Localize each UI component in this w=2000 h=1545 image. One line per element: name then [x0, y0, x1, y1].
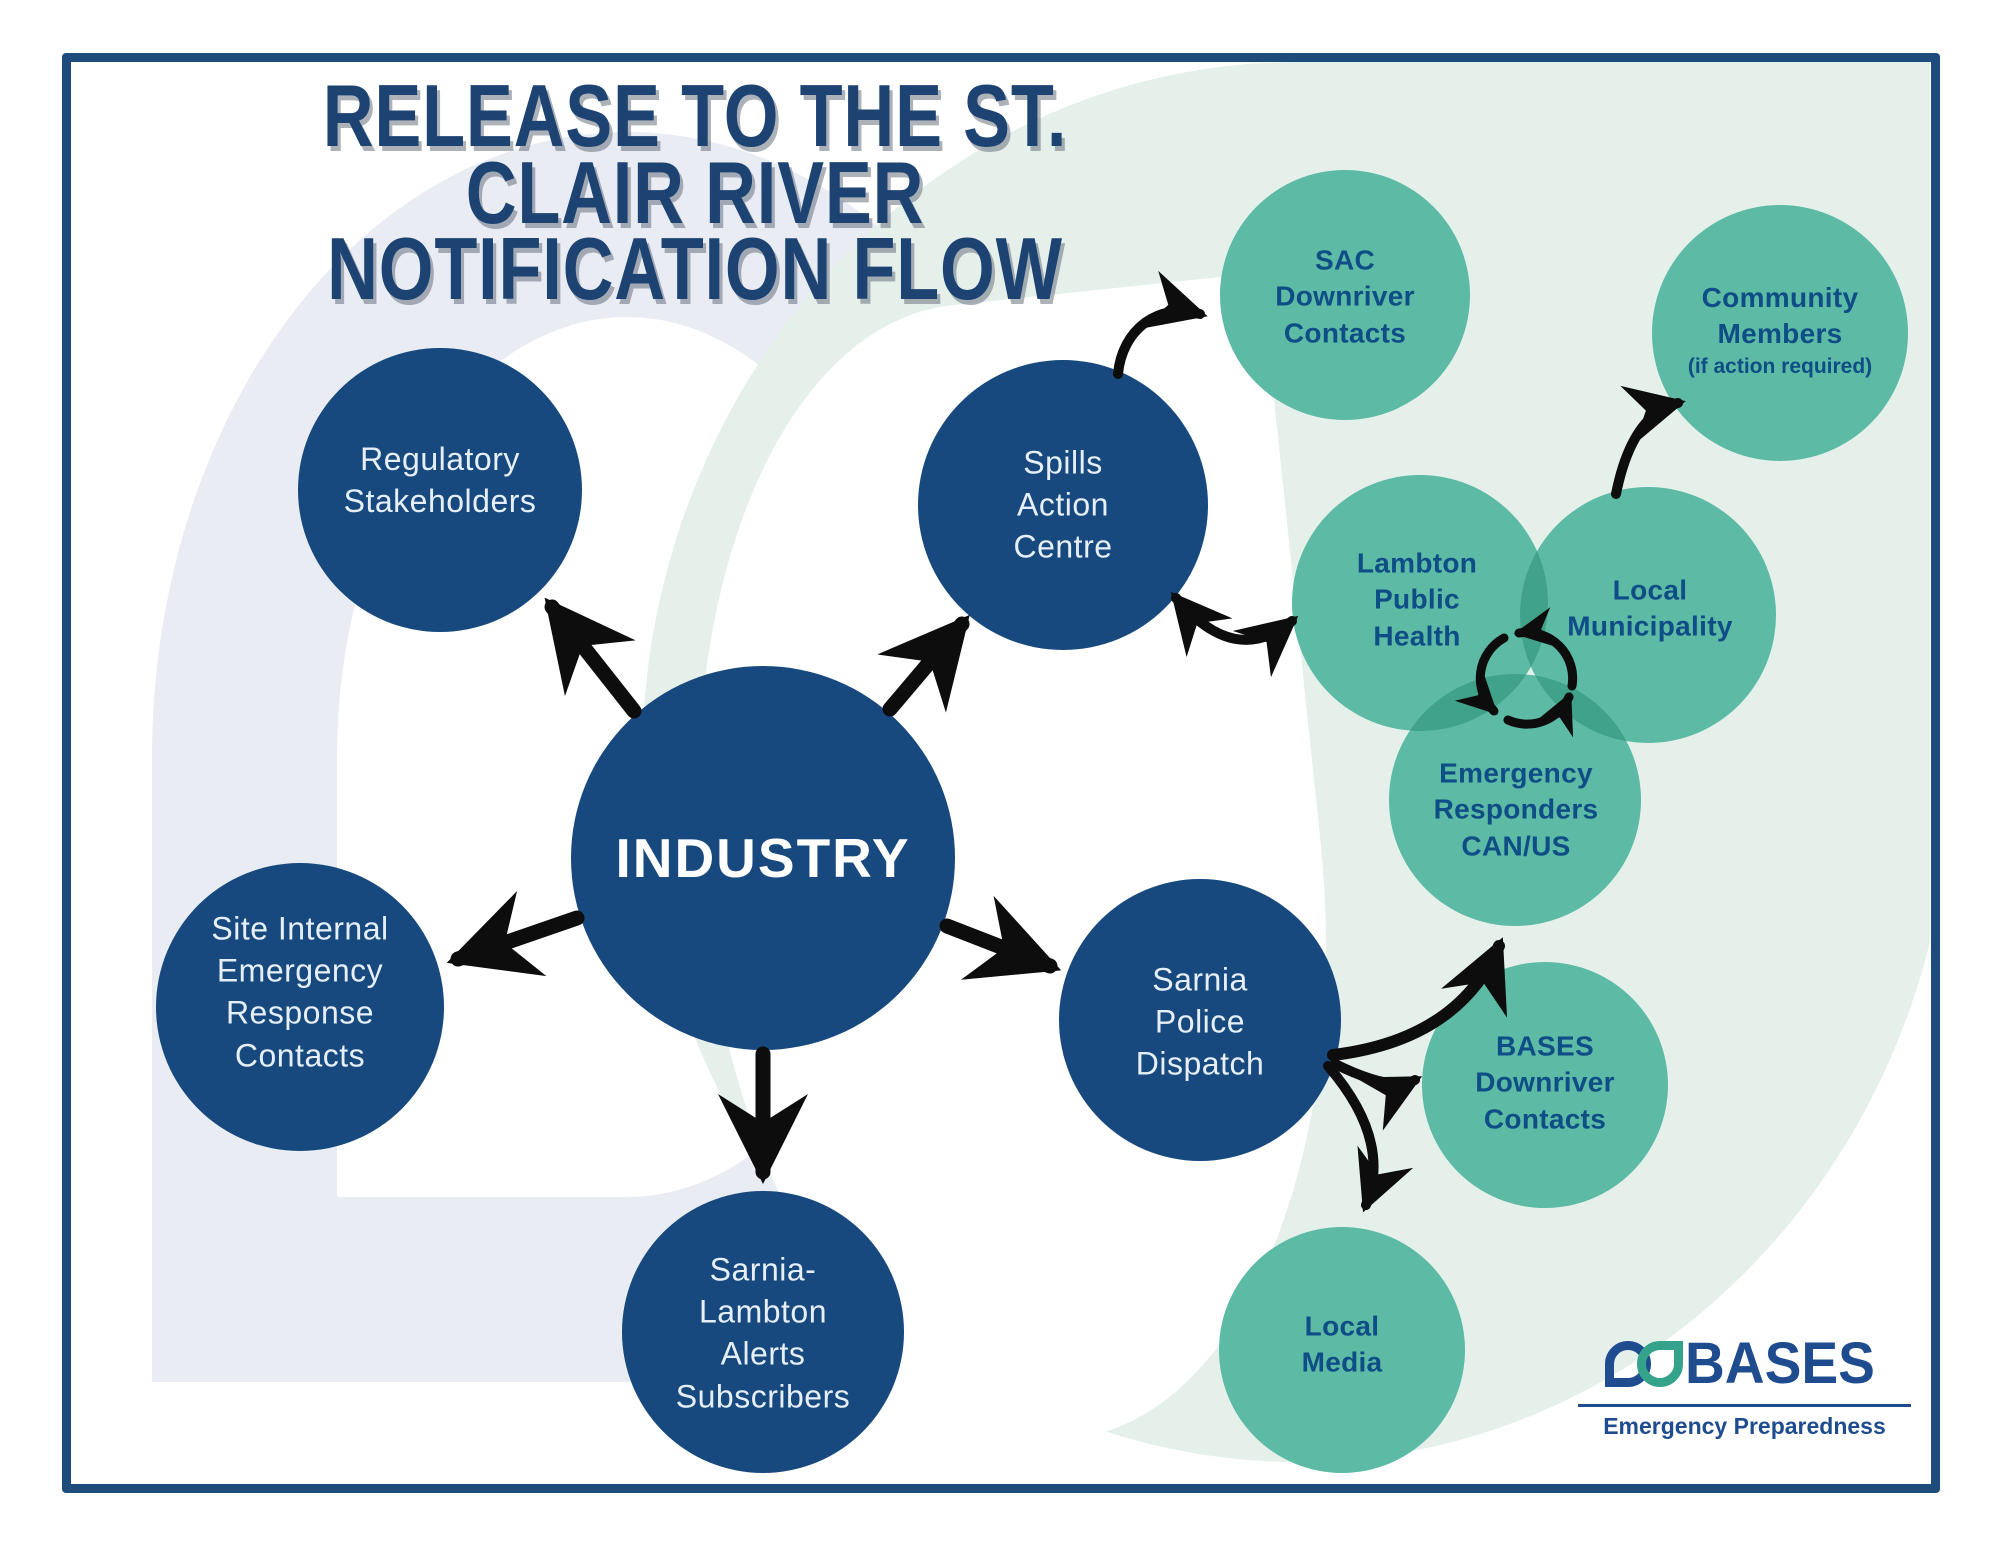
cycle-arc-2 — [1454, 633, 1509, 716]
bases-logo: BASES Emergency Preparedness — [1572, 1330, 1917, 1440]
bases-wordmark: BASES — [1684, 1331, 1875, 1396]
node-alerts — [622, 1191, 904, 1473]
cycle-arc-3 — [1503, 692, 1574, 738]
arrow-police-bases-downriver — [1330, 1059, 1423, 1131]
logo-tagline: Emergency Preparedness — [1603, 1413, 1886, 1439]
industry-arrows — [446, 597, 1062, 1185]
bases-logo-row: BASES — [1572, 1330, 1917, 1397]
node-bases-downriver — [1422, 962, 1668, 1208]
node-municipality — [1520, 487, 1776, 743]
cycle-arc-1 — [1513, 607, 1578, 691]
node-community — [1652, 205, 1908, 461]
node-sac-downriver — [1220, 170, 1470, 420]
page-title-line1: RELEASE TO THE ST. CLAIR RIVER — [322, 66, 1068, 242]
page-title-line2: NOTIFICATION FLOW — [327, 219, 1063, 319]
cycle-arrows — [1454, 607, 1578, 738]
secondary-arrows — [1113, 270, 1686, 1213]
node-local-media — [1219, 1227, 1465, 1473]
arrow-industry-police — [939, 895, 1062, 980]
arrow-police-media — [1323, 1061, 1414, 1213]
arrow-industry-regulatory — [544, 597, 642, 719]
node-regulatory — [298, 348, 582, 632]
arrow-spills-sac — [1113, 270, 1208, 379]
arrow-industry-site-internal — [446, 891, 585, 977]
node-responders — [1389, 674, 1641, 926]
node-police — [1059, 879, 1341, 1161]
arrow-spills-lambton-bidirectional — [1170, 591, 1299, 678]
logo-divider — [1578, 1404, 1911, 1407]
bases-leaf-teal-icon — [1636, 1340, 1683, 1387]
node-site-internal — [156, 863, 444, 1151]
arrow-police-responders — [1327, 937, 1508, 1061]
page-title: RELEASE TO THE ST. CLAIR RIVER NOTIFICAT… — [211, 66, 1179, 319]
arrow-municipality-community — [1611, 385, 1686, 499]
arrow-industry-spills — [877, 614, 970, 717]
node-spills — [918, 360, 1208, 650]
node-industry — [571, 666, 955, 1050]
